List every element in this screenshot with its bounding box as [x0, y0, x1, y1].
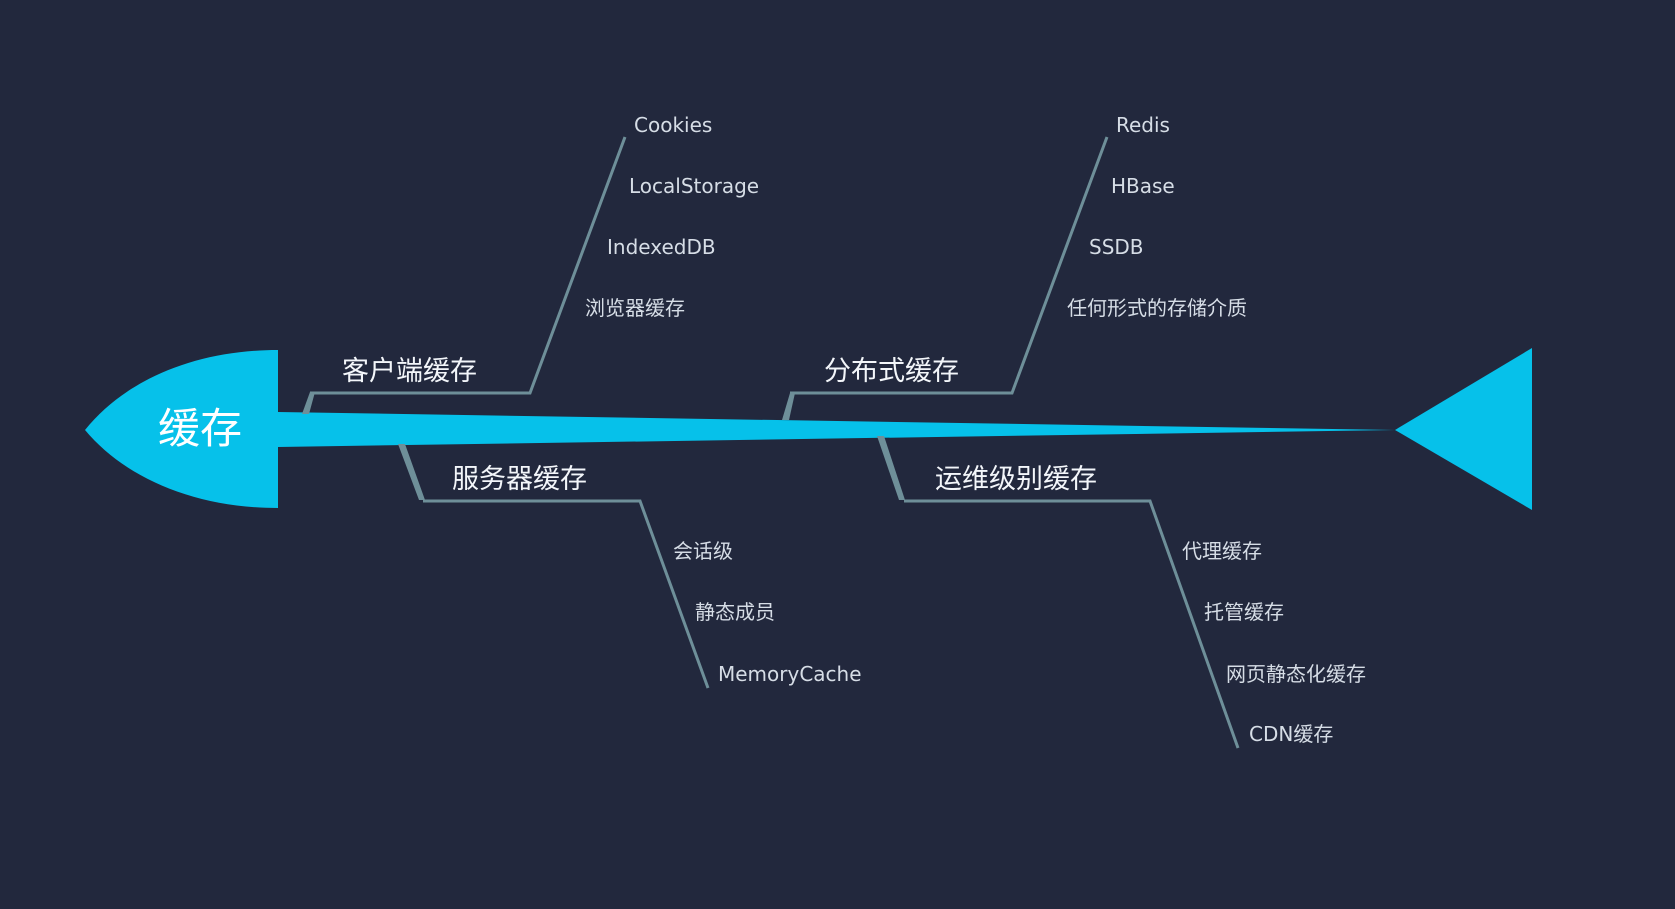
fish-tail-shape [1395, 348, 1532, 510]
branch-connector [302, 392, 315, 414]
branch-label-server-cache: 服务器缓存 [452, 464, 587, 495]
leaf-label: CDN缓存 [1249, 722, 1334, 746]
branch-underline [310, 136, 627, 395]
leaf-label: Cookies [634, 113, 713, 137]
branch-distributed-cache [782, 136, 1109, 420]
leaf-label: MemoryCache [718, 662, 862, 686]
fish-head-shape [85, 350, 278, 508]
leaf-label: 任何形式的存储介质 [1067, 296, 1247, 320]
leaf-label: SSDB [1089, 235, 1144, 259]
leaf-label: IndexedDB [607, 235, 716, 259]
branch-label-client-cache: 客户端缓存 [342, 356, 477, 387]
branch-client-cache [302, 136, 627, 414]
leaf-label: 代理缓存 [1182, 539, 1262, 563]
leaf-label: HBase [1111, 174, 1175, 198]
branch-underline [904, 499, 1240, 749]
leaf-label: LocalStorage [629, 174, 760, 198]
fish-spine [278, 412, 1395, 447]
leaf-label: 会话级 [673, 539, 733, 563]
leaf-label: 静态成员 [695, 600, 775, 624]
leaf-label: 浏览器缓存 [585, 296, 685, 320]
branch-ops-cache [877, 436, 1240, 749]
leaf-label: Redis [1116, 113, 1170, 137]
branch-underline [790, 136, 1109, 395]
branch-connector [782, 393, 795, 420]
leaf-label: 网页静态化缓存 [1226, 662, 1366, 686]
branch-connector [398, 444, 425, 500]
branch-label-distributed-cache: 分布式缓存 [824, 356, 959, 387]
head-label: 缓存 [158, 404, 243, 453]
branch-label-ops-cache: 运维级别缓存 [935, 464, 1097, 495]
branch-server-cache [398, 444, 710, 689]
branch-connector [877, 436, 905, 500]
branch-underline [423, 499, 710, 689]
leaf-label: 托管缓存 [1204, 600, 1284, 624]
